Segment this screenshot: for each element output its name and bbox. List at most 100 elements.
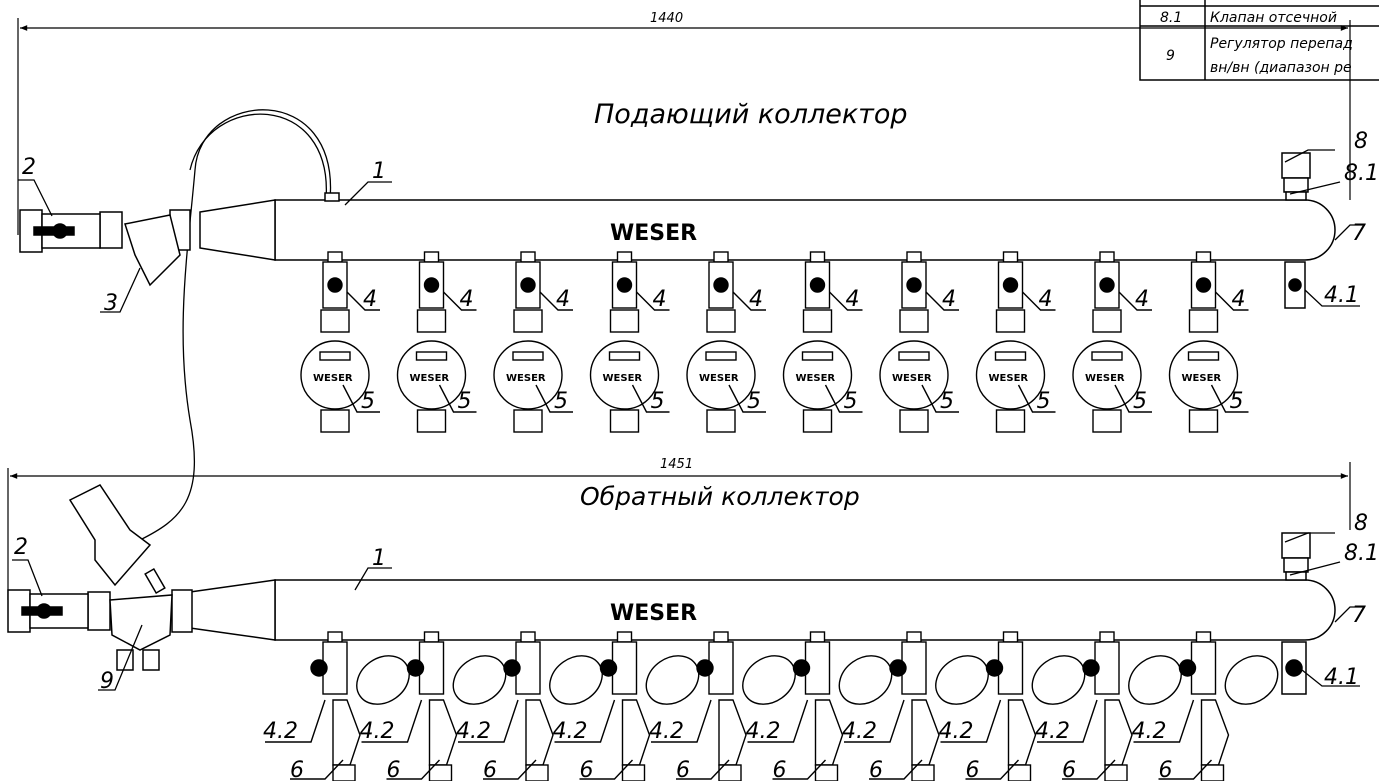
return-brand: WESER — [610, 601, 697, 626]
return-manifold — [87, 579, 1336, 641]
meter-brand: WESER — [699, 373, 739, 384]
label-5: 5 — [747, 389, 761, 414]
supply-outlet: WESER 4 5 — [975, 251, 1056, 433]
label-4-1-supply: 4.1 — [1324, 283, 1359, 308]
label-2-return: 2 — [14, 535, 28, 560]
spec-row-8-1-num: 8.1 — [1160, 10, 1182, 26]
meter-brand: WESER — [1182, 373, 1222, 384]
meter-brand: WESER — [1085, 373, 1125, 384]
return-outlet: 4.26 — [553, 631, 700, 781]
label-6: 6 — [676, 758, 690, 781]
dimension-line-supply — [17, 18, 1351, 235]
return-outlets: 4.264.264.264.264.264.264.264.264.264.26 — [263, 631, 1279, 781]
label-4: 4 — [749, 287, 763, 312]
return-outlet: 4.26 — [263, 631, 410, 781]
label-5: 5 — [458, 389, 472, 414]
label-6: 6 — [290, 758, 304, 781]
supply-outlet: WESER 4 5 — [589, 251, 670, 433]
label-4-2: 4.2 — [456, 719, 491, 744]
label-3: 3 — [104, 291, 118, 316]
label-9: 9 — [100, 669, 114, 694]
label-6: 6 — [1159, 758, 1173, 781]
label-4-2: 4.2 — [842, 719, 877, 744]
return-title: Обратный коллектор — [580, 482, 860, 511]
spec-row-9-desc: Регулятор перепад — [1210, 36, 1353, 52]
label-4-2: 4.2 — [360, 719, 395, 744]
return-outlet: 4.26 — [649, 631, 796, 781]
label-7-supply: 7 — [1352, 221, 1366, 246]
supply-outlet: WESER 4 5 — [1072, 251, 1152, 433]
supply-title: Подающий коллектор — [594, 99, 908, 130]
label-8-supply: 8 — [1354, 129, 1368, 154]
dimension-line-return — [7, 462, 1351, 600]
label-4: 4 — [1135, 287, 1149, 312]
dimension-supply: 1440 — [650, 11, 683, 26]
label-7-return: 7 — [1352, 603, 1366, 628]
return-outlet: 4.26 — [939, 631, 1086, 781]
supply-brand: WESER — [610, 221, 697, 246]
label-6: 6 — [483, 758, 497, 781]
label-5: 5 — [554, 389, 568, 414]
label-4: 4 — [846, 287, 860, 312]
label-4-2: 4.2 — [939, 719, 974, 744]
meter-brand: WESER — [603, 373, 643, 384]
label-6: 6 — [387, 758, 401, 781]
label-4: 4 — [363, 287, 377, 312]
supply-outlet: WESER 4 5 — [686, 251, 766, 433]
label-4-2: 4.2 — [1132, 719, 1167, 744]
label-4: 4 — [460, 287, 474, 312]
supply-manifold — [99, 192, 1336, 261]
label-5: 5 — [1037, 389, 1051, 414]
meter-brand: WESER — [410, 373, 450, 384]
label-4: 4 — [653, 287, 667, 312]
label-4-2: 4.2 — [553, 719, 588, 744]
label-4-2: 4.2 — [746, 719, 781, 744]
label-1-supply: 1 — [372, 159, 386, 184]
supply-outlet: WESER 4 5 — [1168, 251, 1249, 433]
dimension-return: 1451 — [660, 457, 693, 472]
return-regulator — [7, 484, 173, 671]
label-2-supply: 2 — [22, 155, 36, 180]
label-4: 4 — [1039, 287, 1053, 312]
return-outlet: 4.26 — [746, 631, 893, 781]
spec-row-9-desc2: вн/вн (диапазон ре — [1210, 60, 1352, 76]
return-outlet: 4.26 — [842, 631, 989, 781]
label-5: 5 — [361, 389, 375, 414]
label-4-2: 4.2 — [263, 719, 298, 744]
leaders — [12, 149, 1365, 691]
label-8-return: 8 — [1354, 511, 1368, 536]
meter-brand: WESER — [989, 373, 1029, 384]
label-4: 4 — [1232, 287, 1246, 312]
label-5: 5 — [940, 389, 954, 414]
label-5: 5 — [844, 389, 858, 414]
supply-outlet: WESER 4 5 — [782, 251, 863, 433]
label-6: 6 — [773, 758, 787, 781]
label-6: 6 — [580, 758, 594, 781]
supply-outlet: WESER 4 5 — [396, 251, 477, 433]
label-8-1-supply: 8.1 — [1344, 161, 1379, 186]
supply-inlet-valve — [19, 209, 181, 287]
meter-brand: WESER — [796, 373, 836, 384]
spec-row-8-1-desc: Клапан отсечной — [1210, 10, 1337, 26]
label-4-2: 4.2 — [649, 719, 684, 744]
return-outlet: 4.26 — [1132, 631, 1279, 781]
label-4-2: 4.2 — [1035, 719, 1070, 744]
label-6: 6 — [869, 758, 883, 781]
label-6: 6 — [1062, 758, 1076, 781]
label-8-1-return: 8.1 — [1344, 541, 1379, 566]
spec-row-9-num: 9 — [1166, 48, 1175, 64]
label-5: 5 — [1230, 389, 1244, 414]
label-5: 5 — [651, 389, 665, 414]
return-end-fittings — [1281, 532, 1311, 695]
label-5: 5 — [1133, 389, 1147, 414]
return-outlet: 4.26 — [360, 631, 507, 781]
return-outlet: 4.26 — [456, 631, 603, 781]
return-outlet: 4.26 — [1035, 631, 1182, 781]
label-4: 4 — [942, 287, 956, 312]
label-6: 6 — [966, 758, 980, 781]
supply-end-fittings — [1281, 152, 1311, 309]
